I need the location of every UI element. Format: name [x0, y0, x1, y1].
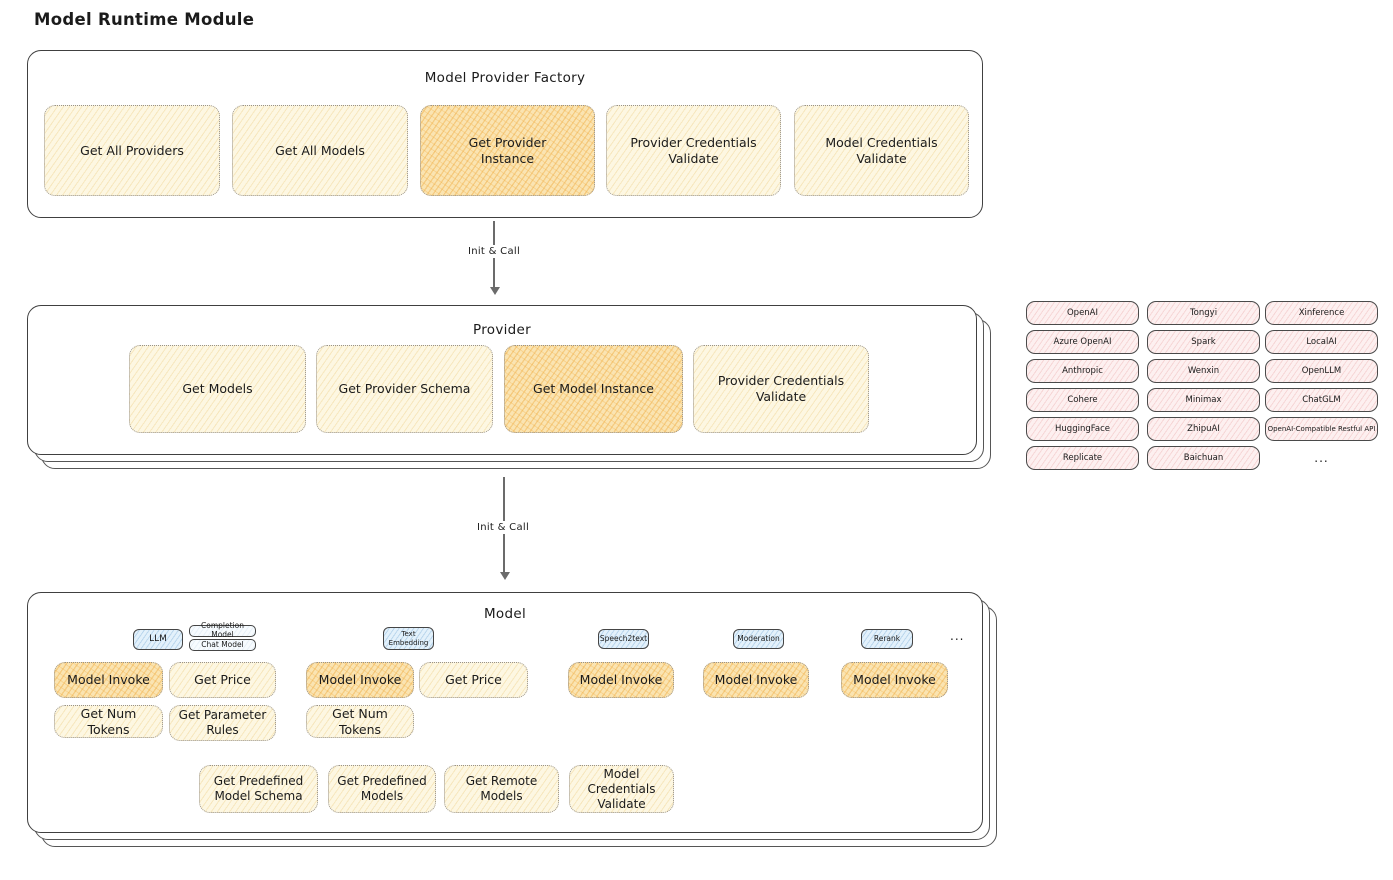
chip-model-invoke-speech2text: Model Invoke	[568, 662, 674, 698]
vendor-tongyi: Tongyi	[1147, 301, 1260, 325]
chip-get-provider-schema: Get Provider Schema	[316, 345, 493, 433]
chip-get-models: Get Models	[129, 345, 306, 433]
vendor-anthropic: Anthropic	[1026, 359, 1139, 383]
chip-model-invoke-rerank: Model Invoke	[841, 662, 948, 698]
chip-model-credentials-validate: Model Credentials Validate	[794, 105, 969, 196]
vendor-spark: Spark	[1147, 330, 1260, 354]
provider-box: Provider Get Models Get Provider Schema …	[27, 305, 977, 455]
tag-llm: LLM	[133, 629, 183, 650]
chip-model-credentials-validate-2: Model Credentials Validate	[569, 765, 674, 813]
chip-get-num-tokens-text-embedding: Get Num Tokens	[306, 705, 414, 738]
arrow-label-init-call-2: Init & Call	[472, 521, 534, 534]
chip-get-price-text-embedding: Get Price	[419, 662, 528, 698]
vendor-xinference: Xinference	[1265, 301, 1378, 325]
vendor-openllm: OpenLLM	[1265, 359, 1378, 383]
chip-get-price-llm: Get Price	[169, 662, 276, 698]
tag-speech2text: Speech2text	[598, 629, 649, 649]
factory-box: Model Provider Factory Get All Providers…	[27, 50, 983, 218]
chip-get-predefined-models: Get Predefined Models	[328, 765, 436, 813]
vendor-ellipsis: ...	[1314, 451, 1329, 465]
vendor-baichuan: Baichuan	[1147, 446, 1260, 470]
chip-get-num-tokens-llm: Get Num Tokens	[54, 705, 163, 738]
model-box: Model LLM Completion Model Chat Model Te…	[27, 592, 983, 833]
chip-get-parameter-rules: Get Parameter Rules	[169, 705, 276, 741]
chip-model-invoke-text-embedding: Model Invoke	[306, 662, 414, 698]
tags-ellipsis: ...	[950, 629, 965, 643]
chip-get-all-models: Get All Models	[232, 105, 408, 196]
chip-model-invoke-llm: Model Invoke	[54, 662, 163, 698]
chip-provider-credentials-validate: Provider Credentials Validate	[606, 105, 781, 196]
chip-get-model-instance: Get Model Instance	[504, 345, 683, 433]
tag-moderation: Moderation	[733, 629, 784, 649]
vendor-openai: OpenAI	[1026, 301, 1139, 325]
chip-get-predefined-model-schema: Get Predefined Model Schema	[199, 765, 318, 813]
model-title: Model	[483, 606, 527, 622]
tag-completion-model: Completion Model	[189, 622, 256, 639]
vendor-replicate: Replicate	[1026, 446, 1139, 470]
vendor-huggingface: HuggingFace	[1026, 417, 1139, 441]
vendor-minimax: Minimax	[1147, 388, 1260, 412]
arrow-label-init-call-1: Init & Call	[463, 245, 525, 258]
provider-title: Provider	[473, 322, 531, 338]
chip-model-invoke-moderation: Model Invoke	[703, 662, 809, 698]
vendor-column-1: OpenAI Azure OpenAI Anthropic Cohere Hug…	[1026, 301, 1139, 470]
vendor-zhipuai: ZhipuAI	[1147, 417, 1260, 441]
vendor-openai-compatible-restful-api: OpenAI-Compatible Restful API	[1265, 417, 1378, 441]
arrowhead-icon	[499, 572, 510, 580]
tag-rerank: Rerank	[861, 629, 913, 649]
tag-chat-model: Chat Model	[189, 639, 256, 651]
vendor-chatglm: ChatGLM	[1265, 388, 1378, 412]
vendor-wenxin: Wenxin	[1147, 359, 1260, 383]
vendor-localai: LocalAI	[1265, 330, 1378, 354]
chip-get-remote-models: Get Remote Models	[444, 765, 559, 813]
chip-get-all-providers: Get All Providers	[44, 105, 220, 196]
vendor-column-3: Xinference LocalAI OpenLLM ChatGLM OpenA…	[1265, 301, 1378, 470]
factory-title: Model Provider Factory	[424, 70, 586, 86]
arrowhead-icon	[489, 287, 500, 295]
chip-provider-credentials-validate-2: Provider Credentials Validate	[693, 345, 869, 433]
chip-get-provider-instance: Get Provider Instance	[420, 105, 595, 196]
vendor-column-2: Tongyi Spark Wenxin Minimax ZhipuAI Baic…	[1147, 301, 1260, 470]
vendor-cohere: Cohere	[1026, 388, 1139, 412]
vendor-azure-openai: Azure OpenAI	[1026, 330, 1139, 354]
diagram-title: Model Runtime Module	[34, 10, 255, 29]
tag-text-embedding: Text Embedding	[383, 627, 434, 650]
